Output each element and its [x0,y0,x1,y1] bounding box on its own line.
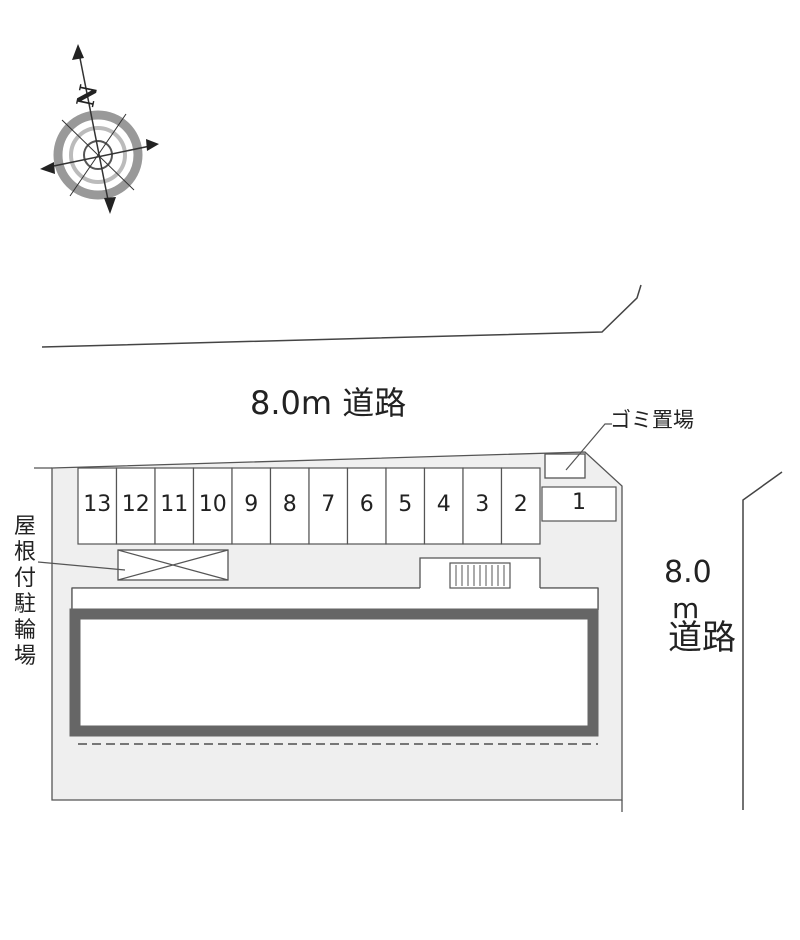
north-label: N [70,82,103,109]
parking-stall-5 [385,467,426,545]
parking-stall-12 [115,467,156,545]
parking-stall-6 [346,467,387,545]
parking-stall-number: 1 [572,490,586,515]
parking-stall-number: 3 [475,492,490,517]
parking-stall-3 [462,467,503,545]
parking-stall-7 [308,467,349,545]
parking-stall-number: 11 [160,492,189,517]
road-label-right-unit: m [672,592,700,625]
stairs-icon [449,562,511,589]
road-edge-right [742,471,783,810]
parking-stall-number: 7 [321,492,336,517]
garbage-area [544,453,586,479]
parking-stalls [77,467,617,545]
compass-icon [40,44,159,214]
parking-stall-number: 10 [198,492,227,517]
parking-stall-10 [192,467,233,545]
parking-stall-number: 2 [513,492,528,517]
road-label-top: 8.0m 道路 [250,384,407,422]
parking-stall-number: 5 [398,492,413,517]
road-edge-top [41,284,642,348]
road-label-right-road: 道路 [668,618,736,658]
bike-leader [37,561,126,571]
parking-stall-number: 12 [121,492,150,517]
garbage-label: ゴミ置場 [610,408,694,432]
parking-stall-1 [541,486,617,522]
parking-stall-4 [423,467,464,545]
parking-stall-number: 13 [83,492,112,517]
parking-stall-number: 8 [282,492,297,517]
road-label-right-width: 8.0 [664,555,712,590]
parking-stall-2 [500,467,541,545]
parking-stall-number: 9 [244,492,259,517]
parking-stall-13 [77,467,118,545]
garbage-leader [565,423,612,471]
building [69,608,599,737]
bike-parking-label: 屋根付駐輪場 [13,514,36,669]
parking-stall-number: 6 [359,492,374,517]
parking-stall-number: 4 [436,492,451,517]
